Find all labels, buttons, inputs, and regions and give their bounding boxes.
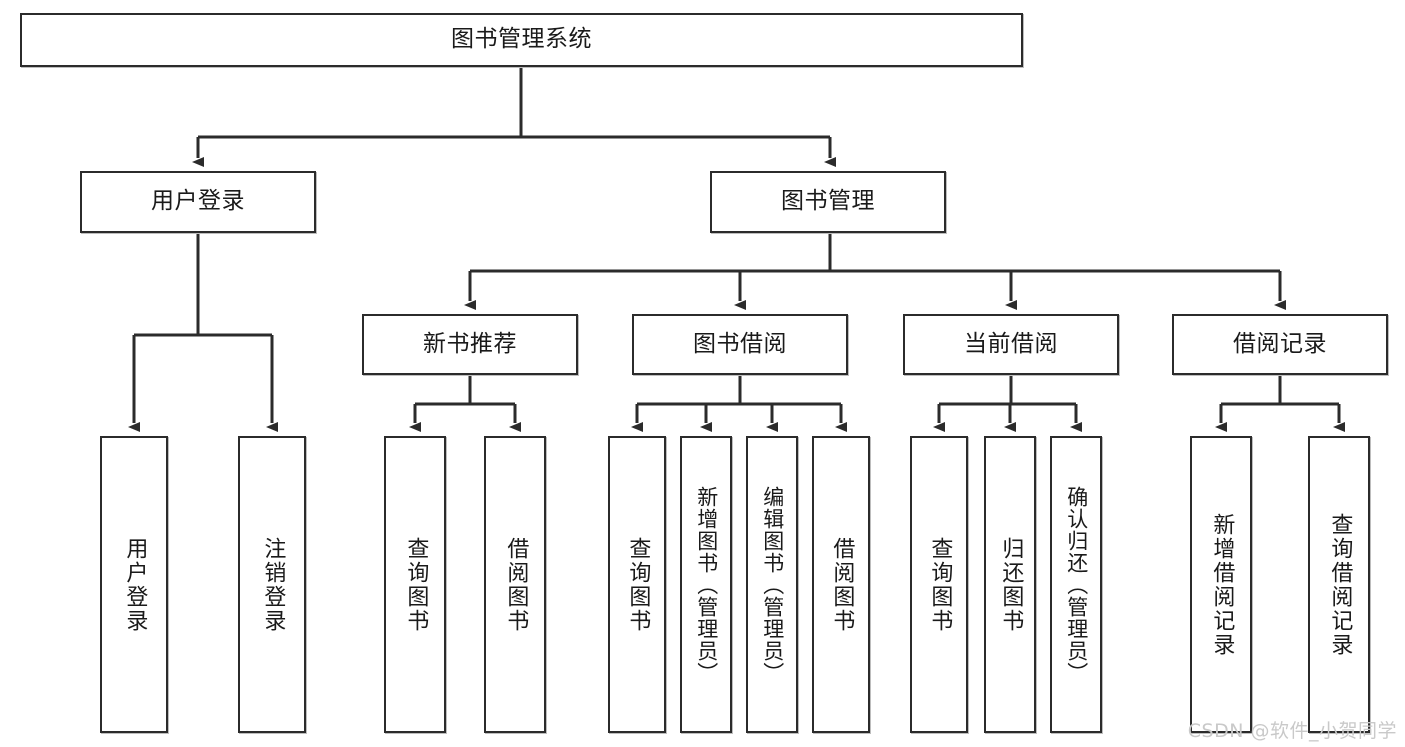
leaf-current-confirm-return-admin[interactable]: 确认归还（管理员） (1050, 436, 1102, 733)
csdn-watermark: CSDN @软件_小贺同学 (1187, 720, 1397, 742)
node-book-management-label: 图书管理 (781, 188, 875, 215)
leaf-user-logout[interactable]: 注销登录 (238, 436, 306, 733)
leaf-records-add-record[interactable]: 新增借阅记录 (1190, 436, 1252, 733)
leaf-borrow-edit-book-admin[interactable]: 编辑图书（管理员） (746, 436, 798, 733)
node-borrow-records-label: 借阅记录 (1233, 330, 1327, 357)
leaf-user-logout-label: 注销登录 (260, 536, 286, 633)
node-new-book-recommend[interactable]: 新书推荐 (362, 314, 578, 375)
leaf-borrow-add-book-admin-label: 新增图书（管理员） (694, 485, 719, 684)
leaf-user-login-label: 用户登录 (122, 536, 148, 633)
leaf-records-query-record-label: 查询借阅记录 (1327, 512, 1353, 657)
leaf-newbook-borrow-book-label: 借阅图书 (503, 536, 529, 633)
leaf-newbook-query-book[interactable]: 查询图书 (384, 436, 446, 733)
leaf-borrow-query-book[interactable]: 查询图书 (608, 436, 666, 733)
leaf-current-confirm-return-admin-label: 确认归还（管理员） (1064, 485, 1089, 684)
leaf-current-query-book[interactable]: 查询图书 (910, 436, 968, 733)
leaf-user-login[interactable]: 用户登录 (100, 436, 168, 733)
leaf-current-query-book-label: 查询图书 (927, 536, 953, 633)
node-user-login[interactable]: 用户登录 (80, 171, 316, 233)
node-root[interactable]: 图书管理系统 (20, 13, 1023, 67)
node-book-borrow-label: 图书借阅 (693, 330, 787, 357)
node-current-borrow-label: 当前借阅 (964, 330, 1058, 357)
leaf-current-return-book[interactable]: 归还图书 (984, 436, 1036, 733)
leaf-records-query-record[interactable]: 查询借阅记录 (1308, 436, 1370, 733)
node-user-login-label: 用户登录 (151, 188, 245, 215)
leaf-records-add-record-label: 新增借阅记录 (1209, 512, 1235, 657)
node-new-book-recommend-label: 新书推荐 (423, 330, 517, 357)
leaf-borrow-add-book-admin[interactable]: 新增图书（管理员） (680, 436, 732, 733)
leaf-borrow-query-book-label: 查询图书 (625, 536, 651, 633)
leaf-newbook-borrow-book[interactable]: 借阅图书 (484, 436, 546, 733)
node-book-borrow[interactable]: 图书借阅 (632, 314, 848, 375)
node-borrow-records[interactable]: 借阅记录 (1172, 314, 1388, 375)
node-current-borrow[interactable]: 当前借阅 (903, 314, 1119, 375)
leaf-borrow-edit-book-admin-label: 编辑图书（管理员） (760, 485, 785, 684)
leaf-current-return-book-label: 归还图书 (998, 536, 1024, 633)
leaf-newbook-query-book-label: 查询图书 (403, 536, 429, 633)
leaf-borrow-borrow-book-label: 借阅图书 (829, 536, 855, 633)
node-root-label: 图书管理系统 (451, 26, 592, 53)
node-book-management[interactable]: 图书管理 (710, 171, 946, 233)
leaf-borrow-borrow-book[interactable]: 借阅图书 (812, 436, 870, 733)
